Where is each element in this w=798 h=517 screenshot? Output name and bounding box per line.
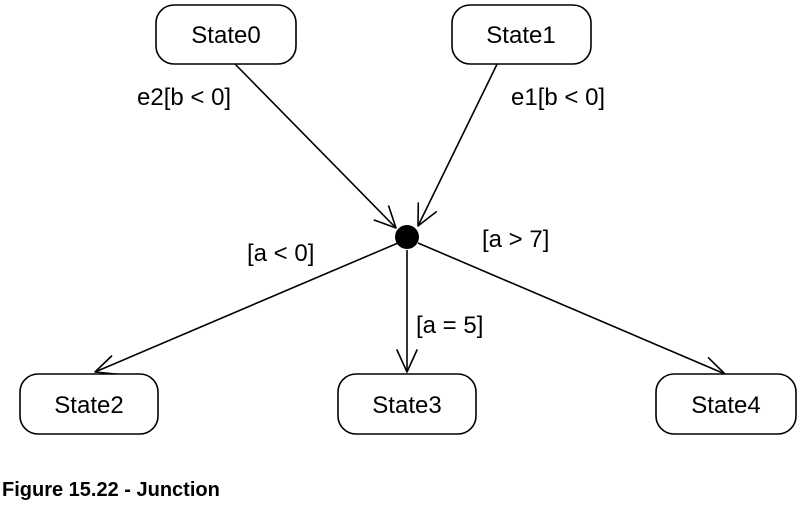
state3-box[interactable]: State3	[337, 373, 477, 435]
edge-state1-arrowhead	[417, 202, 438, 227]
state2-label: State2	[54, 392, 123, 419]
guard-label-a-gt-7: [a > 7]	[482, 226, 549, 253]
state1-label: State1	[486, 22, 555, 49]
state4-label: State4	[691, 392, 760, 419]
figure-caption: Figure 15.22 - Junction	[2, 479, 220, 501]
guard-label-a-lt-0: [a < 0]	[247, 240, 314, 267]
state1-box[interactable]: State1	[451, 4, 592, 65]
edge-state1-to-junction	[417, 51, 504, 227]
edge-state0-to-junction	[234, 63, 397, 229]
junction-node	[395, 225, 419, 249]
guard-label-a-eq-5: [a = 5]	[416, 312, 483, 339]
state3-label: State3	[372, 392, 441, 419]
state4-box[interactable]: State4	[655, 373, 797, 435]
state2-box[interactable]: State2	[19, 373, 159, 435]
edge-state2-arrowhead	[94, 355, 121, 376]
edge-junction-to-state4	[417, 242, 726, 375]
state0-label: State0	[191, 22, 260, 49]
state0-box[interactable]: State0	[155, 4, 297, 65]
edge-state3-arrowhead	[396, 349, 418, 373]
guard-label-e2: e2[b < 0]	[137, 84, 231, 111]
edge-state0-arrowhead	[373, 205, 397, 229]
guard-label-e1: e1[b < 0]	[511, 84, 605, 111]
edge-junction-to-state2	[94, 242, 399, 373]
